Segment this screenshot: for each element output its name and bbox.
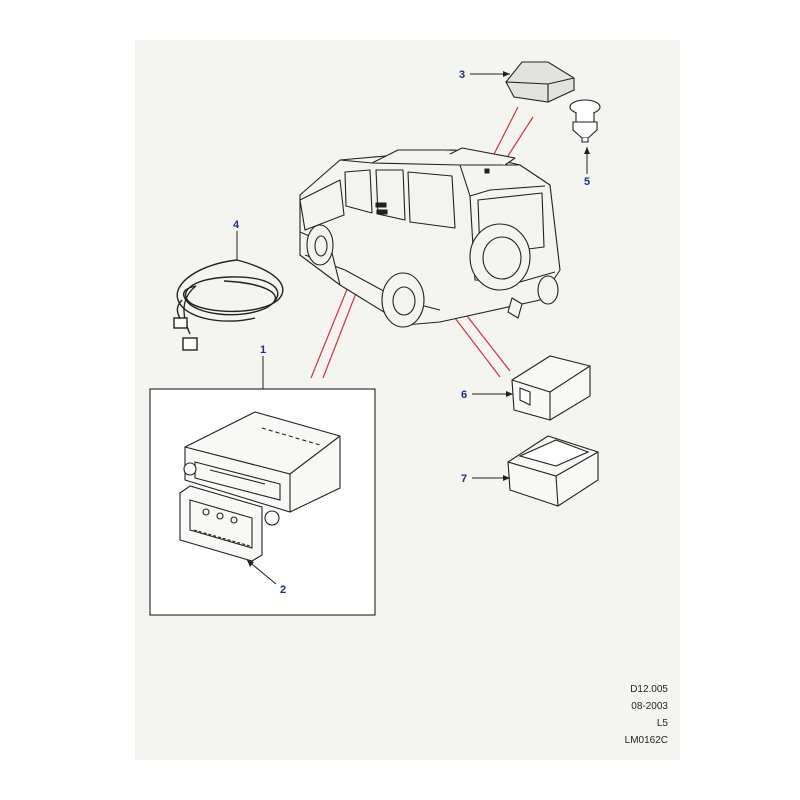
reference-code: LM0162C — [624, 735, 668, 746]
callout-5: 5 — [584, 176, 590, 188]
callout-2: 2 — [280, 584, 286, 596]
reference-section: D12.005 — [630, 684, 668, 695]
cable-part — [173, 259, 284, 351]
grommet-part — [569, 99, 601, 143]
bracket-part — [507, 435, 599, 507]
callout-7: 7 — [461, 473, 467, 485]
callout-4: 4 — [233, 219, 240, 231]
callout-1: 1 — [260, 344, 266, 356]
callout-6: 6 — [461, 389, 467, 401]
reference-page: L5 — [656, 718, 668, 729]
reference-date: 08-2003 — [631, 701, 668, 712]
callout-3: 3 — [459, 69, 465, 81]
vehicle-illustration — [299, 147, 561, 328]
reference-block: D12.005 08-2003 L5 LM0162C — [625, 681, 668, 749]
faceplate-part — [179, 485, 263, 562]
radio-unit-part — [183, 411, 341, 526]
antenna-part — [505, 61, 575, 103]
callout-arrowheads — [247, 71, 590, 567]
module-part — [511, 355, 591, 421]
